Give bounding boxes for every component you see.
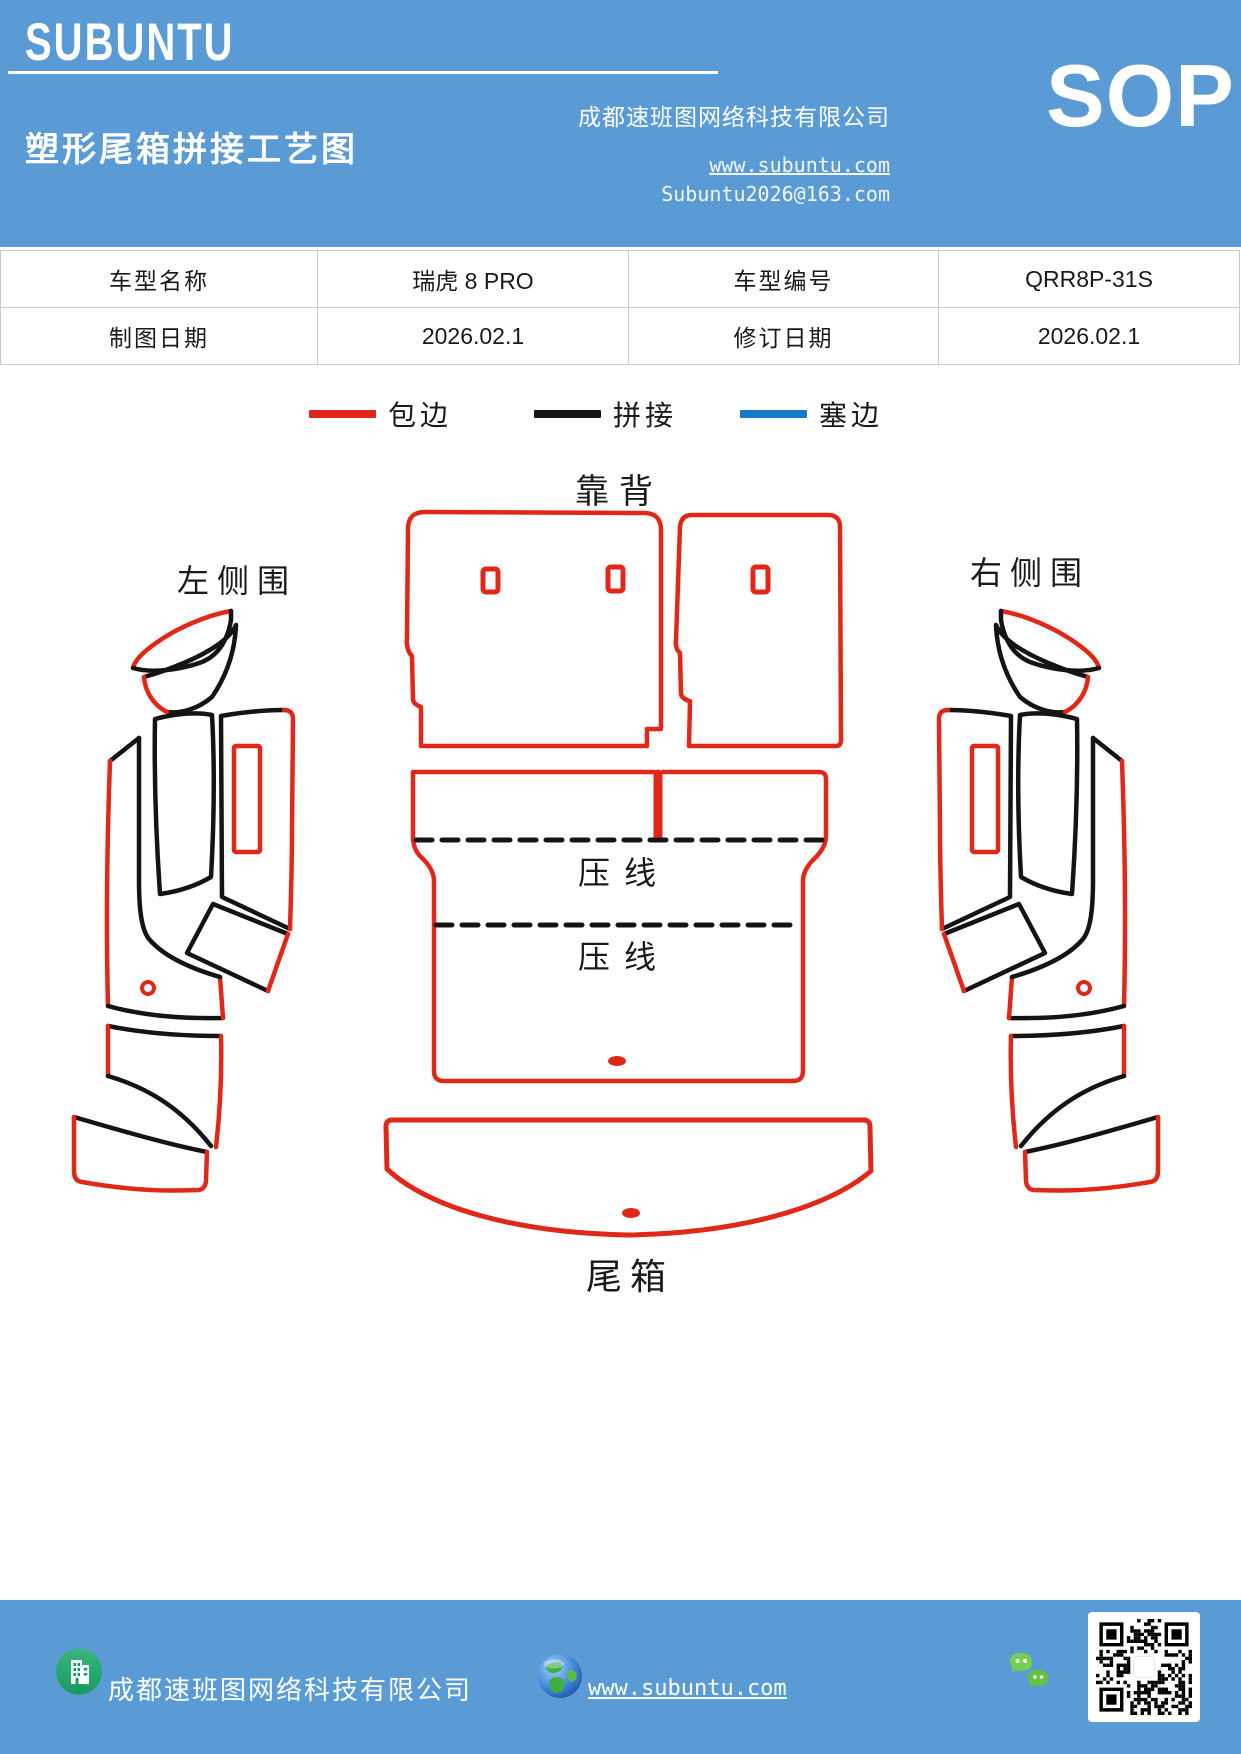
- side-piece-collar: [141, 622, 239, 715]
- sop-label: SOP: [1046, 46, 1235, 145]
- side-piece-bottom: [71, 1114, 210, 1193]
- side-piece-j-panel: [104, 735, 226, 1021]
- crease-label: 压线: [577, 939, 670, 975]
- header-band: SUBUNTU 塑形尾箱拼接工艺图 成都速班图网络科技有限公司 SOP www.…: [0, 0, 1241, 247]
- fixing-hole: [608, 1056, 626, 1066]
- legend-item-splice: 拼接: [534, 398, 677, 431]
- table-cell-model-label: 车型名称: [1, 251, 318, 308]
- side-piece-quad: [184, 901, 291, 994]
- black-line-swatch: [534, 410, 601, 418]
- trunk-lip-piece: [383, 1117, 874, 1238]
- table-cell-revise-date-value: 2026.02.1: [939, 308, 1240, 365]
- side-piece-mid-panel: [152, 711, 217, 897]
- backrest-label: 靠背: [575, 473, 663, 511]
- right-side-assembly: [939, 611, 1158, 1191]
- fixing-hole: [622, 1208, 640, 1218]
- footer-website-link[interactable]: www.subuntu.com: [588, 1676, 787, 1701]
- legend-item-tuck: 塞边: [740, 398, 883, 431]
- headrest-slot: [480, 566, 501, 595]
- legend-item-binding: 包边: [309, 398, 452, 431]
- header-company-name: 成都速班图网络科技有限公司: [578, 104, 890, 130]
- headrest-slot: [605, 564, 626, 594]
- table-cell-code-label: 车型编号: [629, 251, 939, 308]
- fixing-hole: [140, 980, 156, 996]
- header-divider: [8, 71, 718, 74]
- side-piece-boot: [130, 608, 234, 671]
- blue-line-swatch: [740, 410, 807, 418]
- trunk-mat-main-piece: [410, 769, 829, 1084]
- headrest-slot: [750, 564, 771, 595]
- table-cell-draw-date-value: 2026.02.1: [318, 308, 629, 365]
- window-slot: [231, 743, 263, 855]
- legend-label: 拼接: [613, 400, 678, 431]
- left-side-label: 左侧围: [176, 563, 297, 599]
- qr-modules: [1096, 1619, 1192, 1715]
- backrest-left-piece: [404, 509, 664, 749]
- table-cell-model-value: 瑞虎 8 PRO: [318, 251, 629, 308]
- side-piece-window-panel: [218, 707, 296, 932]
- table-cell-revise-date-label: 修订日期: [629, 308, 939, 365]
- legend-label: 塞边: [819, 400, 884, 431]
- left-side-assembly: [71, 608, 296, 1193]
- globe-icon: [538, 1654, 582, 1698]
- building-icon: [56, 1648, 102, 1695]
- red-line-swatch: [309, 410, 376, 418]
- qr-finder-patterns: [1099, 1622, 1189, 1712]
- table-cell-code-value: QRR8P-31S: [939, 251, 1240, 308]
- header-email[interactable]: Subuntu2026@163.com: [661, 182, 890, 206]
- table-cell-draw-date-label: 制图日期: [1, 308, 318, 365]
- trunk-label: 尾箱: [585, 1256, 674, 1297]
- brand-logo: SUBUNTU: [25, 14, 235, 73]
- backrest-right-piece: [673, 512, 844, 749]
- header-website-link[interactable]: www.subuntu.com: [709, 153, 890, 177]
- qr-center-logo: [1133, 1656, 1155, 1678]
- footer-company-name: 成都速班图网络科技有限公司: [108, 1675, 473, 1705]
- qr-code: [1088, 1612, 1200, 1722]
- right-side-label: 右侧围: [969, 555, 1090, 591]
- wechat-icon: [1010, 1653, 1048, 1687]
- page-title: 塑形尾箱拼接工艺图: [25, 131, 358, 169]
- legend-label: 包边: [388, 400, 453, 431]
- vehicle-info-table: 车型名称 瑞虎 8 PRO 车型编号 QRR8P-31S 制图日期 2026.0…: [0, 250, 1240, 365]
- crease-label: 压线: [577, 855, 670, 891]
- side-piece-band: [105, 1023, 224, 1150]
